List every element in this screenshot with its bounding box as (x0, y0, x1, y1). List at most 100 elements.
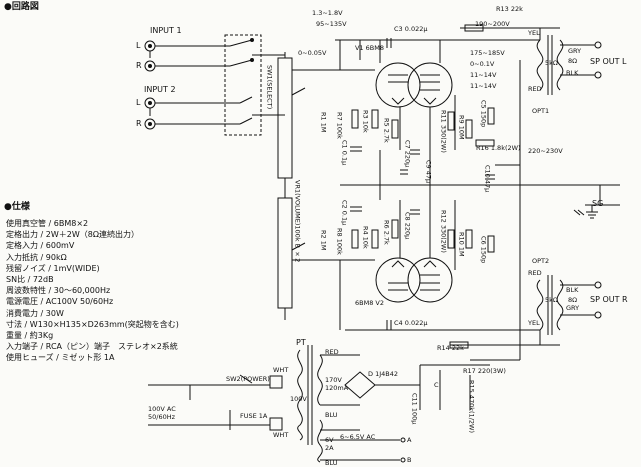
voltage-10: 6~6.5V AC (340, 433, 376, 441)
r9-label: R9 10M (457, 115, 466, 140)
voltage-6: 0~0.1V (470, 60, 495, 68)
r1-label: R1 1M (319, 112, 328, 133)
spec-list: 使用真空管 / 6BM8×2 定格出力 / 2W＋2W（8Ω連続出力）定格入力 /… (6, 218, 179, 364)
r8-label: R8 100k (335, 228, 344, 255)
sg-label: SG (592, 199, 604, 208)
r11-label: R11 330(2W) (439, 110, 448, 153)
c4-label: C4 0.022μ (394, 319, 428, 327)
passive-components (350, 24, 495, 349)
voltage-2: 95~135V (316, 20, 347, 28)
spec-item: SN比 / 72dB (6, 275, 54, 285)
power-transformer (148, 345, 490, 463)
heater-b-label: B (407, 456, 412, 464)
r14-label: R14 22k (437, 344, 464, 352)
output-transformers (536, 35, 602, 335)
vr1-volume (277, 52, 335, 320)
voltage-1: 1.3~1.8V (312, 9, 343, 17)
opt1-secondary-ohm: 8Ω (568, 57, 578, 65)
spec-item: 使用ヒューズ / ミゼット形 1A (6, 353, 115, 363)
input1-l-label: L (136, 41, 141, 50)
tube-v2 (375, 257, 453, 303)
opt1-label: OPT1 (532, 107, 550, 115)
c10-label: C10 47μ (483, 165, 492, 193)
opt2-yel: YEL (528, 319, 540, 327)
circuit-wires (335, 27, 620, 361)
opt1-primary-ohm: 5kΩ (545, 59, 558, 67)
tube-v1 (375, 62, 453, 108)
c11-label: C11 100μ (410, 393, 419, 425)
r2-label: R2 1M (319, 230, 328, 251)
r6-label: R6 2.7k (382, 220, 391, 245)
c-extra-label: C (434, 381, 439, 389)
v2-label: 6BM8 V2 (355, 299, 384, 307)
input1-label: INPUT 1 (150, 26, 182, 35)
input2-label: INPUT 2 (144, 85, 176, 94)
input1-r-label: R (136, 61, 142, 70)
wht-bottom-label: WHT (273, 431, 289, 439)
opt2-gry: GRY (566, 304, 580, 312)
tap-6v-label: 6V 2A (325, 436, 334, 452)
r5-label: R5 2.7k (382, 118, 391, 143)
opt2-red: RED (528, 269, 542, 277)
opt2-label: OPT2 (532, 257, 550, 265)
opt2-primary-ohm: 5kΩ (545, 296, 558, 304)
r7-label: R7 100k (335, 112, 344, 139)
r15-label: R15 470k(1/2W) (467, 380, 476, 433)
voltage-4: 190~200V (475, 20, 510, 28)
spec-item: 使用真空管 / 6BM8×2 (6, 219, 89, 228)
spec-item: 電源電圧 / AC100V 50/60Hz (6, 297, 114, 307)
spec-item: 入力端子 / RCA（ピン）端子 ステレオ×2系統 (6, 342, 178, 352)
spec-item: 消費電力 / 30W (6, 308, 64, 318)
diode-label: D 1J4B42 (368, 370, 398, 378)
spec-item: 重量 / 約3Kg (6, 331, 54, 341)
voltage-5: 175~185V (470, 49, 505, 57)
voltage-7: 11~14V (470, 71, 497, 79)
circuit-title: ●回路図 (4, 2, 39, 12)
pt-blu-bottom-label: BLU (325, 459, 338, 467)
spec-item: 残留ノイズ / 1mV(WIDE) (6, 263, 100, 273)
spec-item: 定格入力 / 600mV (6, 241, 75, 251)
r13-label: R13 22k (496, 5, 523, 13)
c5-label: C5 150p (479, 100, 488, 128)
sw1-selector (224, 34, 285, 136)
opt1-yel: YEL (528, 29, 540, 37)
vr1-label: VR1(VOLUME)100k B ×2 (293, 180, 302, 263)
voltage-9: 220~230V (528, 147, 563, 155)
opt1-red: RED (528, 85, 542, 93)
input-jacks (144, 40, 240, 130)
opt2-secondary-ohm: 8Ω (568, 296, 578, 304)
sw1-label: SW1(SELECT) (265, 65, 274, 110)
tap-170v-label: 170V 120mA (325, 376, 349, 392)
c9-label: C9 47μ (424, 160, 433, 184)
sp-out-l-label: SP OUT L (590, 57, 627, 66)
heater-a-label: A (407, 436, 412, 444)
sw2-label: SW2(POWER) (226, 375, 270, 383)
c6-label: C6 150p (479, 236, 488, 264)
pt-red-label: RED (325, 348, 339, 356)
r4-label: R4 10k (361, 226, 370, 249)
c2-label: C2 0.1μ (340, 200, 349, 226)
spec-title: ●仕様 (4, 202, 30, 212)
ac-in-label: 100V AC 50/60Hz (148, 405, 176, 421)
ground-symbol (573, 205, 598, 219)
spec-item: 入力抵抗 / 90kΩ (6, 252, 67, 262)
input2-l-label: L (136, 98, 141, 107)
spec-item: 周波数特性 / 30～60,000Hz (6, 286, 111, 296)
v1-label: V1 6BM8 (355, 44, 384, 52)
r17-label: R17 220(3W) (463, 367, 506, 375)
c1-label: C1 0.1μ (340, 140, 349, 166)
spec-item: 定格出力 / 2W＋2W（8Ω連続出力） (6, 230, 139, 240)
r10-label: R10 1M (457, 232, 466, 257)
r12-label: R12 330(2W) (439, 210, 448, 253)
c3-label: C3 0.022μ (394, 25, 428, 33)
tap-100v-label: 100V (290, 395, 307, 403)
c7-label: C7 220μ (403, 140, 412, 168)
wht-top-label: WHT (273, 366, 289, 374)
opt1-blk: BLK (566, 69, 579, 77)
pt-label: PT (296, 338, 306, 347)
spec-item: 寸法 / W130×H135×D263mm(突起物を含む) (6, 319, 179, 329)
r3-label: R3 10k (361, 110, 370, 133)
opt1-gry: GRY (568, 47, 582, 55)
